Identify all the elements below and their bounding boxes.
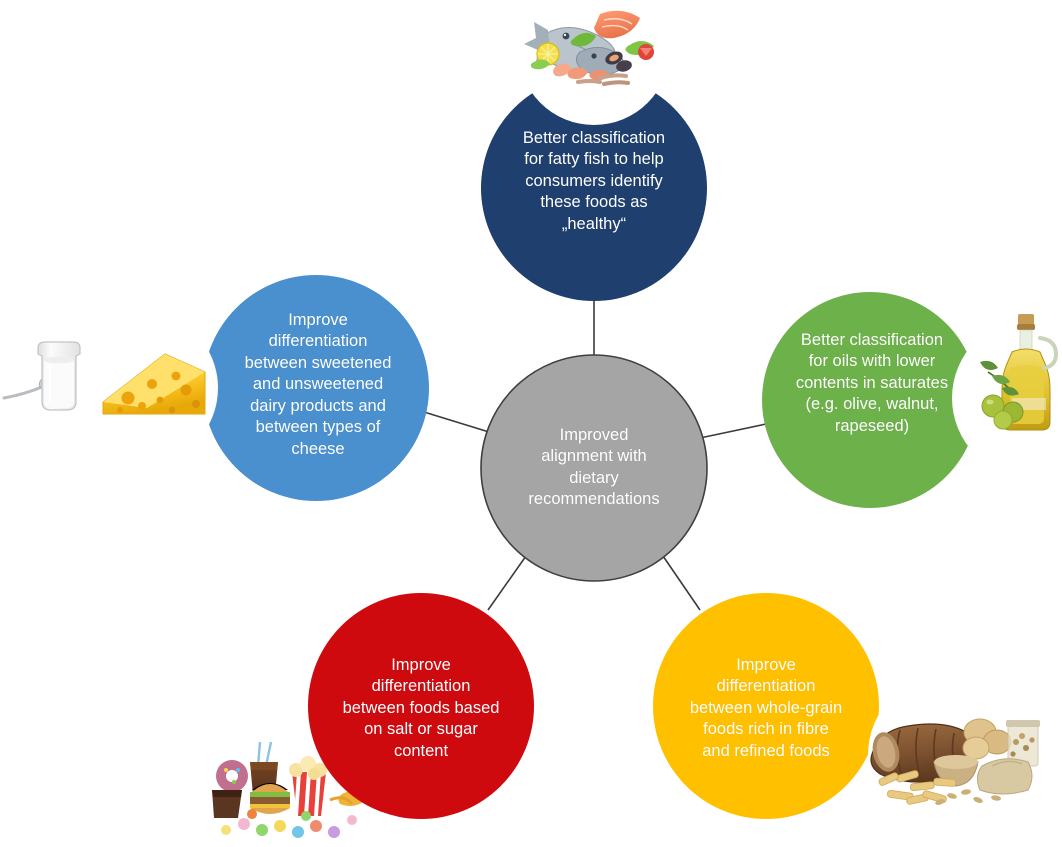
junk-food-image	[212, 732, 368, 847]
olive-oil-bottle-image	[972, 308, 1062, 440]
connector-center-to-oils-saturates	[699, 423, 767, 439]
node-circle-oils-saturates[interactable]	[762, 292, 978, 508]
connector-center-to-dairy-products	[423, 411, 490, 433]
connector-center-to-salt-sugar	[487, 555, 527, 611]
node-circle-whole-grain[interactable]	[653, 593, 879, 819]
node-circle-center-hub[interactable]	[480, 354, 708, 582]
whole-grain-bread-image	[860, 700, 1060, 824]
milk-and-cheese-image	[2, 330, 212, 436]
connector-center-to-whole-grain	[662, 555, 701, 611]
node-circle-salt-sugar[interactable]	[308, 593, 534, 819]
node-circle-dairy-products[interactable]	[203, 275, 429, 501]
node-circle-fatty-fish[interactable]	[481, 75, 707, 301]
